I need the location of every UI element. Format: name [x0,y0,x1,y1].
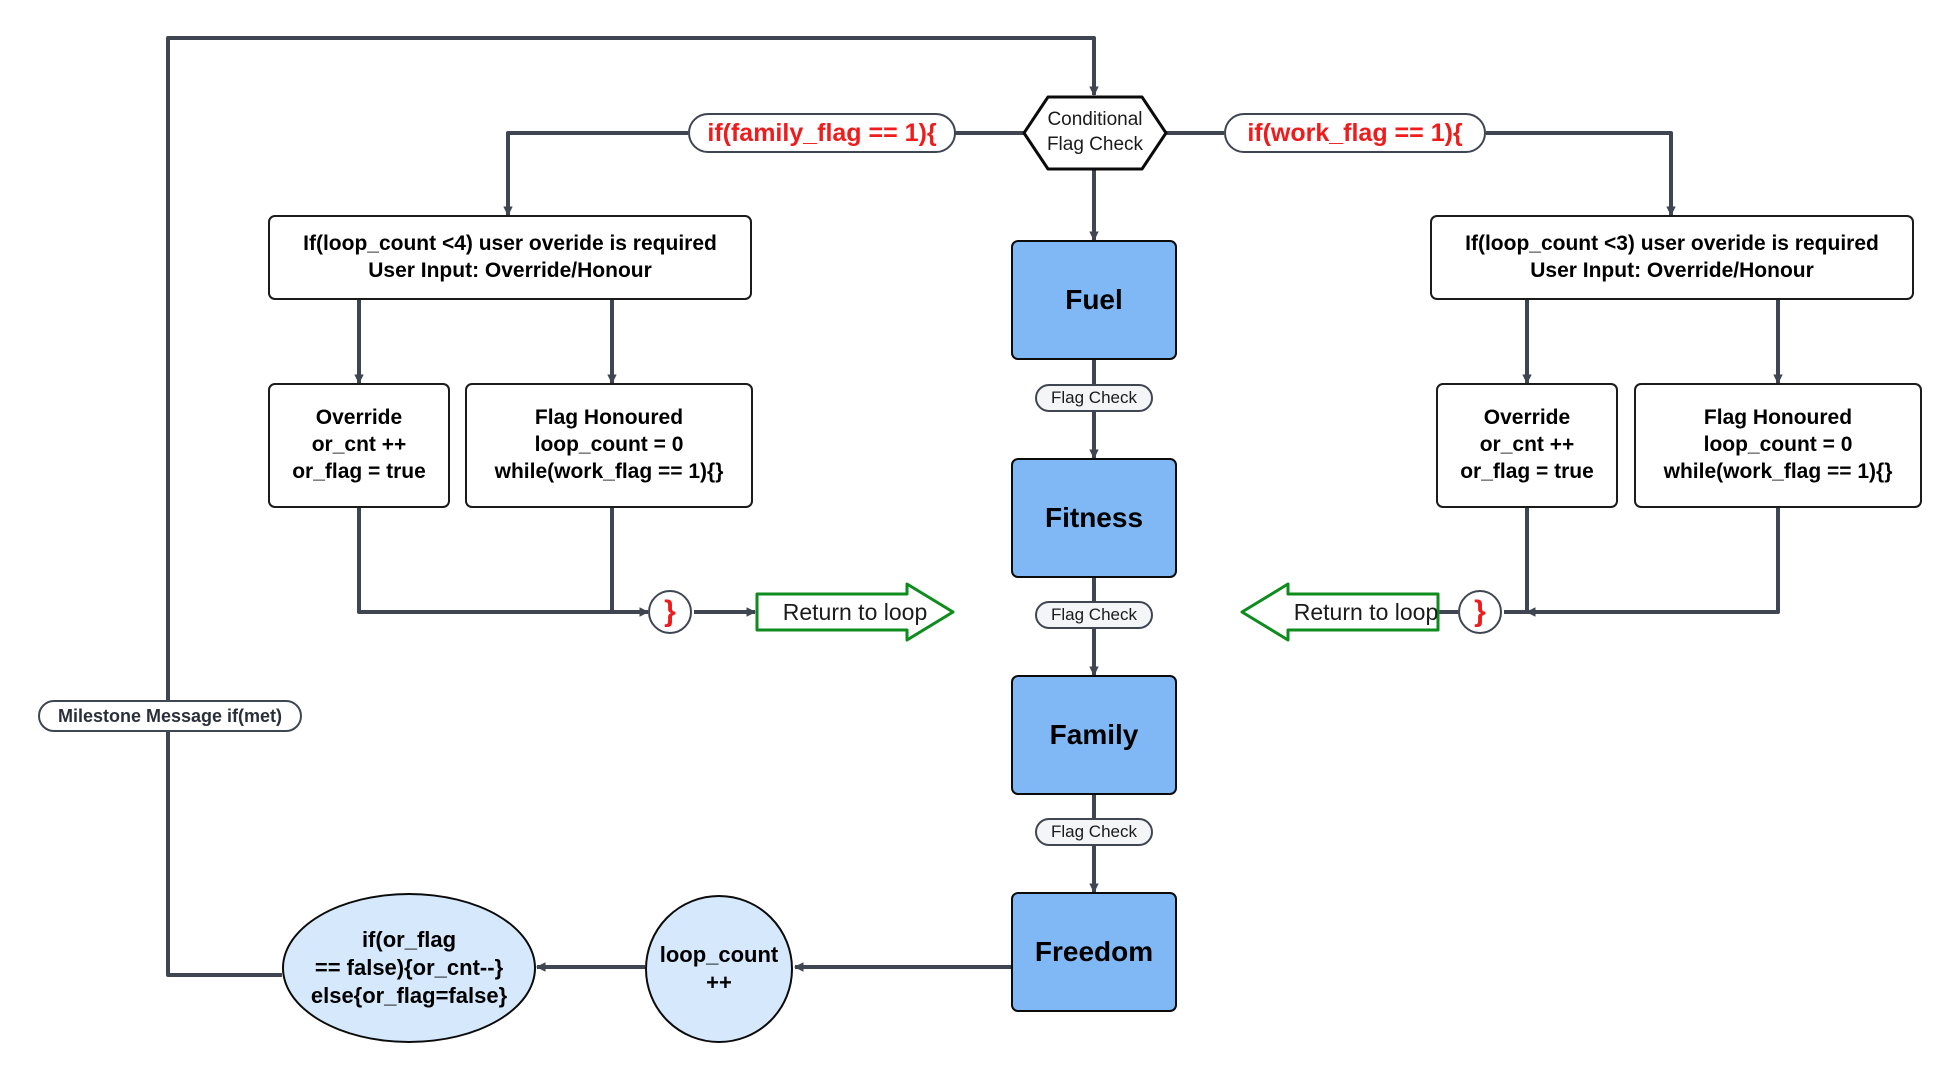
edge-right-pill-to-box [1486,131,1676,217]
milestone-family[interactable]: Family [1011,675,1177,795]
flag-check-label-3: Flag Check [1035,818,1153,846]
left-override-line-2: or_cnt ++ [311,433,407,457]
decision-line-1: Conditional [1047,109,1143,131]
right-flag-honoured-box[interactable]: Flag Honoured loop_count = 0 while(work_… [1634,383,1922,508]
flag-check-label-2: Flag Check [1035,601,1153,629]
edge-right-honoured-to-brace [1525,508,1780,617]
milestone-freedom[interactable]: Freedom [1011,892,1177,1012]
right-check-line-1: If(loop_count <3) user overide is requir… [1465,231,1879,255]
or-flag-check-node[interactable]: if(or_flag == false){or_cnt--} else{or_f… [282,893,536,1043]
counter-line-1: loop_count [659,941,779,967]
branch-label-work-flag: if(work_flag == 1){ [1224,113,1486,153]
edge-left-honoured-to-brace [610,508,648,614]
counter-line-2: ++ [706,970,732,995]
edge-outer-loop [166,36,1099,977]
conditional-flag-check-node[interactable] [1022,95,1168,171]
or-flag-line-1: if(or_flag [361,926,457,952]
right-override-line-1: Override [1483,406,1571,430]
milestone-fuel[interactable]: Fuel [1011,240,1177,360]
conditional-flag-check-label: Conditional Flag Check [1022,95,1168,171]
left-flag-honoured-box[interactable]: Flag Honoured loop_count = 0 while(work_… [465,383,753,508]
milestone-fitness[interactable]: Fitness [1011,458,1177,578]
edge-right-override-to-brace [1504,508,1529,614]
left-override-line-1: Override [315,406,403,430]
right-check-line-2: User Input: Override/Honour [1530,258,1814,282]
edge-left-override-to-brace [357,508,650,617]
left-return-to-loop-arrow[interactable]: Return to loop [755,582,955,642]
left-override-box[interactable]: Override or_cnt ++ or_flag = true [268,383,450,508]
right-override-line-2: or_cnt ++ [1479,433,1575,457]
right-return-label: Return to loop [1293,598,1439,625]
left-return-label: Return to loop [782,598,928,625]
right-return-to-loop-arrow[interactable]: Return to loop [1240,582,1440,642]
or-flag-line-2: == false){or_cnt--} [314,954,504,980]
left-override-check-box[interactable]: If(loop_count <4) user overide is requir… [268,215,752,300]
right-honoured-line-2: loop_count = 0 [1703,433,1853,457]
left-honoured-line-1: Flag Honoured [534,406,684,430]
left-check-line-2: User Input: Override/Honour [368,258,652,282]
edge-left-pill-to-box [503,131,688,217]
right-override-box[interactable]: Override or_cnt ++ or_flag = true [1436,383,1618,508]
left-honoured-line-3: while(work_flag == 1){} [494,459,724,483]
branch-label-family-flag: if(family_flag == 1){ [688,113,956,153]
left-closing-brace-node[interactable]: } [648,590,692,634]
right-override-check-box[interactable]: If(loop_count <3) user overide is requir… [1430,215,1914,300]
right-override-line-3: or_flag = true [1460,459,1594,483]
flag-check-label-1: Flag Check [1035,384,1153,412]
loop-count-increment-node[interactable]: loop_count ++ [645,895,793,1043]
right-honoured-line-3: while(work_flag == 1){} [1663,459,1893,483]
or-flag-line-3: else{or_flag=false} [310,983,508,1009]
left-check-line-1: If(loop_count <4) user overide is requir… [303,231,717,255]
left-override-line-3: or_flag = true [292,459,426,483]
decision-line-2: Flag Check [1046,134,1144,155]
right-honoured-line-1: Flag Honoured [1703,406,1853,430]
right-closing-brace-node[interactable]: } [1458,590,1502,634]
left-honoured-line-2: loop_count = 0 [534,433,684,457]
milestone-message-label: Milestone Message if(met) [38,700,302,732]
